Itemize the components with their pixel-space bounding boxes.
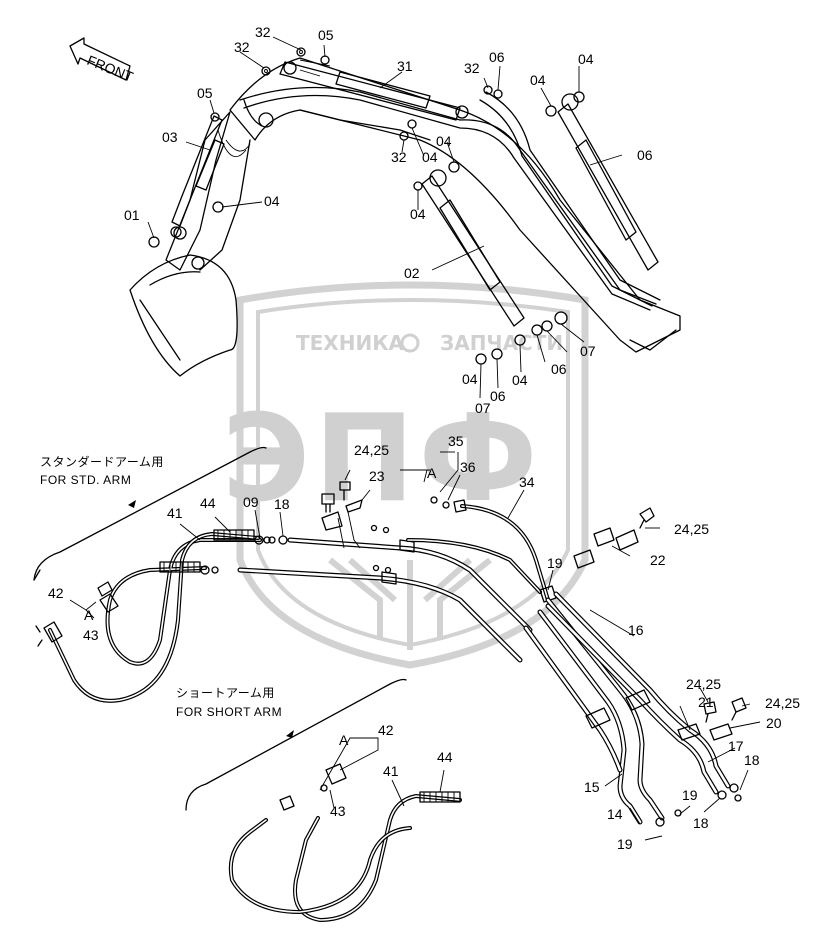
bolts-right [639, 507, 747, 741]
callout-label: 24,25 [686, 676, 721, 692]
boom-cylinder-02 [421, 169, 525, 327]
hose-34 [406, 496, 557, 603]
callout-label: 20 [766, 715, 782, 731]
callout-label: 07 [580, 343, 596, 359]
callout-label: 32 [255, 24, 271, 40]
callout-label: 42 [378, 722, 394, 738]
callout-label: 19 [682, 787, 698, 803]
callout-label: 22 [650, 552, 666, 568]
boom-piping [217, 86, 661, 311]
std-hose-41 [105, 538, 262, 666]
callout-label: 04 [530, 72, 546, 88]
callout-label: 04 [264, 193, 280, 209]
callout-label: 32 [391, 149, 407, 165]
callout-label: 06 [551, 361, 567, 377]
callout-label: 44 [200, 495, 216, 511]
callout-label: 19 [617, 836, 633, 852]
callout-label: 01 [124, 207, 140, 223]
arm-cylinder-31 [279, 61, 469, 121]
arm-bucket [129, 111, 251, 377]
center-pipes [237, 535, 533, 663]
callout-label: 43 [83, 627, 99, 643]
small-parts-cluster [321, 481, 392, 574]
callout-label: 43 [330, 803, 346, 819]
callout-label: 17 [728, 738, 744, 754]
short-hoses [228, 763, 462, 923]
washers-top [148, 47, 585, 365]
std-hose-fittings [35, 529, 271, 647]
std-arm-note-en: FOR STD. ARM [40, 473, 131, 487]
callout-label: 32 [464, 60, 480, 76]
callout-label: 44 [437, 749, 453, 765]
callout-label: 18 [744, 752, 760, 768]
callout-label: 21 [698, 694, 714, 710]
watermark-text-left: ТЕХНИКА [296, 331, 405, 355]
callout-label: 14 [607, 806, 623, 822]
callout-label: 24,25 [765, 695, 800, 711]
callout-label: 24,25 [674, 521, 709, 537]
callout-label: 24,25 [354, 442, 389, 458]
callout-label: 16 [628, 622, 644, 638]
watermark-big-text: ЭПФ [222, 390, 542, 529]
std-arm-note-jp: スタンダードアーム用 [40, 454, 164, 469]
callout-label: 35 [448, 433, 464, 449]
callout-label: 02 [404, 265, 420, 281]
callout-label: 06 [637, 147, 653, 163]
short-arm-note-jp: ショートアーム用 [176, 686, 275, 700]
boom-cylinder-01 [557, 93, 659, 271]
callout-label: 04 [462, 371, 478, 387]
callout-label: 06 [489, 49, 505, 65]
callout-label: 19 [547, 555, 563, 571]
std-hose-44 [48, 531, 260, 703]
callout-label: 04 [422, 149, 438, 165]
callout-label: A [427, 465, 437, 481]
callout-label: 05 [197, 85, 213, 101]
callout-label: 41 [383, 763, 399, 779]
callout-label: 18 [274, 496, 290, 512]
callout-label: 32 [234, 39, 250, 55]
callout-label: 34 [519, 474, 535, 490]
std-arm-divider [33, 446, 267, 581]
callout-label: 41 [167, 505, 183, 521]
front-arrow: FRONT [69, 37, 136, 85]
bucket-cylinder-03 [170, 115, 225, 238]
leaders-top [147, 36, 623, 399]
callout-label: 42 [48, 585, 64, 601]
callout-label: 09 [243, 494, 259, 510]
callout-label: 18 [693, 815, 709, 831]
callout-label: A [339, 732, 349, 748]
callout-label: 04 [436, 133, 452, 149]
callout-label: 04 [578, 51, 594, 67]
callout-label: 06 [490, 388, 506, 404]
callout-label: 04 [410, 206, 426, 222]
short-arm-note-en: FOR SHORT ARM [176, 705, 282, 719]
callout-label: 23 [369, 468, 385, 484]
callout-label: 07 [475, 400, 491, 416]
callout-label: 04 [512, 372, 528, 388]
callout-label: 36 [460, 459, 476, 475]
callout-label: 15 [584, 779, 600, 795]
callout-label: A [84, 607, 94, 623]
callout-label: 03 [162, 129, 178, 145]
short-arm-divider [185, 678, 407, 811]
gear-icon [400, 333, 420, 353]
boom [229, 57, 681, 353]
leaders-bottom [69, 451, 761, 841]
callout-label: 05 [318, 27, 334, 43]
callout-label: 31 [397, 58, 413, 74]
